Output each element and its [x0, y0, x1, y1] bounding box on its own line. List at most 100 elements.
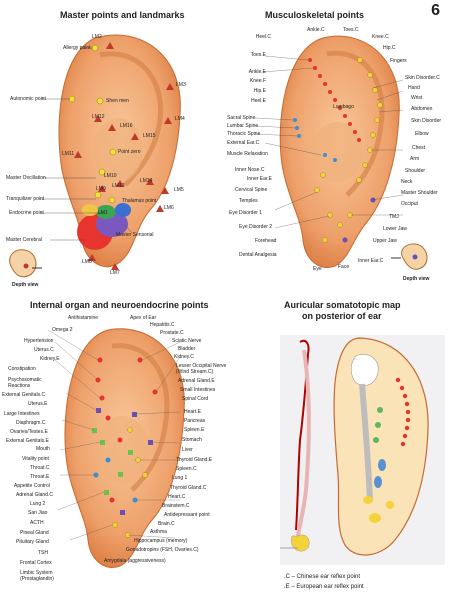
musculoskeletal-ear-illustration — [254, 35, 428, 270]
label-frontal-cortex: Frontal Cortex — [20, 560, 52, 566]
page-number: 6 — [431, 2, 440, 19]
label-upper-jaw: Upper Jaw — [373, 238, 397, 244]
label-throat-e: Throat.E — [30, 474, 50, 480]
label-hypertension: Hypertension — [24, 338, 54, 344]
label-prostate-c: Prostate.C — [160, 330, 184, 336]
label-lm16: LM16 — [120, 123, 133, 129]
label-eye-disorder-2: Eye Disorder 2 — [239, 224, 273, 230]
label-stomach: Stomach — [182, 437, 202, 443]
label-lm12: LM12 — [92, 114, 105, 120]
label-spinal-cord: Spinal Cord — [182, 396, 209, 402]
label-lm5: LM5 — [174, 187, 184, 193]
musculoskeletal-title: Musculoskeletal points — [265, 10, 365, 20]
label-adrenal-gland-e: Adrenal Gland.E — [178, 378, 215, 384]
label-sciatic-nerve: Sciatic Nerve — [172, 338, 202, 344]
label-tmj: TMJ — [389, 214, 399, 220]
label-toes-e: Toes.E — [250, 52, 266, 58]
label-thoracic-spine: Thoracic Spine — [227, 131, 261, 137]
label-shoulder: Shoulder — [405, 168, 426, 174]
label-chest: Chest — [412, 145, 426, 151]
label-ankle-e: Ankle.E — [248, 69, 266, 75]
label-lm9: LM9 — [96, 186, 106, 192]
label-allergy-point: Allergy point — [63, 45, 91, 51]
label-heart-e: Heart.E — [184, 409, 201, 415]
label-lm7: LM7 — [110, 270, 120, 276]
master-depth-view-label: Depth view — [12, 282, 39, 288]
label-eye-disorder-1: Eye Disorder 1 — [229, 210, 263, 216]
label-external-genitals-e: External Genitals.E — [6, 438, 49, 444]
label-inner-nose-c: Inner Nose.C — [235, 167, 265, 173]
label-abdomen: Abdomen — [411, 106, 433, 112]
label-vitality-point: Vitality point — [22, 456, 49, 462]
label-external-ear-c: External Ear.C — [227, 140, 260, 146]
label-hand: Hand — [408, 85, 420, 91]
label-spleen-c: Spleen.C — [176, 466, 197, 472]
label-occiput: Occiput — [401, 201, 418, 207]
label-acth: ACTH — [30, 520, 44, 526]
label-inner-ear-c: Inner Ear.C — [358, 258, 384, 264]
label-adrenal-gland-c: Adrenal Gland.C — [16, 492, 53, 498]
label-forehead: Forehead — [255, 238, 277, 244]
label-apex-of-ear: Apex of Ear — [130, 315, 157, 321]
label-throat-c: Throat.C — [30, 465, 50, 471]
posterior-map-panel: Auricular somatotopic map on posterior o… — [240, 300, 450, 600]
label-lm6: LM6 — [164, 205, 174, 211]
label-gonadotropins: Gonadotropins (FSH, Ovaries.C) — [126, 547, 199, 553]
label-lung-2: Lung 2 — [30, 501, 46, 507]
label-thyroid-gland-e: Thyroid Gland.E — [176, 457, 213, 463]
label-master-cerebral: Master Cerebral — [6, 237, 42, 243]
label-spleen-e: Spleen.E — [184, 427, 205, 433]
label-cervical-spine: Cervical Spine — [235, 187, 268, 193]
label-amygdala: Amygdala (aggressiveness) — [104, 558, 166, 564]
label-dental-analgesia: Dental Analgesia — [239, 252, 277, 258]
label-kidney-c: Kidney.C — [174, 354, 194, 360]
label-omega-2: Omega 2 — [52, 327, 73, 333]
label-brainstem-c: Brainstem.C — [162, 503, 190, 509]
internal-organ-title: Internal organ and neuroendocrine points — [30, 300, 209, 310]
label-thyroid-gland-c: Thyroid Gland.C — [170, 485, 207, 491]
label-skin-disorder: Skin Disorder — [411, 118, 442, 124]
legend-european: .E – European ear reflex point — [284, 584, 364, 590]
label-shen-men: Shen men — [106, 98, 129, 104]
label-large-intestines: Large Intestines — [4, 411, 40, 417]
posterior-title-line2: on posterior of ear — [302, 311, 382, 321]
internal-organ-ear-illustration — [47, 328, 185, 568]
label-external-genitals-c: External Genitals.C — [2, 392, 46, 398]
label-heart-c: Heart.C — [168, 494, 186, 500]
master-ear-illustration — [9, 34, 181, 278]
label-master-oscillation: Master Oscillation — [6, 175, 46, 181]
master-points-panel: Master points and landmarks — [0, 0, 225, 300]
label-arm: Arm — [410, 156, 420, 162]
label-knee-c: Knee.C — [372, 34, 389, 40]
label-point-zero: Point zero — [118, 149, 141, 155]
label-tsh: TSH — [38, 550, 48, 556]
label-lm3: LM3 — [176, 82, 186, 88]
label-toes-c: Toes.C — [343, 27, 359, 33]
label-skin-disorder-c: Skin Disorder.C — [405, 75, 440, 81]
label-pineal-gland: Pineal Gland — [20, 530, 49, 536]
label-hepatitis-c: Hepatitis.C — [150, 322, 175, 328]
posterior-ear-illustration — [280, 335, 445, 565]
label-eye: Eye — [313, 266, 322, 272]
label-ankle-c: Ankle.C — [307, 27, 325, 33]
label-knee-f: Knee.F — [249, 78, 266, 84]
label-pituitary-gland: Pituitary Gland — [16, 539, 49, 545]
label-uterus-c: Uterus.C — [34, 347, 54, 353]
label-constipation: Constipation — [8, 366, 36, 372]
label-lower-jaw: Lower Jaw — [383, 226, 407, 232]
label-heel-e: Heel.E — [250, 98, 266, 104]
label-lung-1: Lung 1 — [172, 475, 188, 481]
label-thalamus-point: Thalamus point — [122, 198, 157, 204]
label-master-shoulder: Master Shoulder — [401, 190, 438, 196]
label-lm1: LM1 — [98, 210, 108, 216]
internal-organ-panel: Internal organ and neuroendocrine points — [0, 300, 240, 600]
label-lesser-occipital-nerve: Lesser Occipital Nerve (Wind Stream.C) — [176, 363, 227, 375]
label-fingers: Fingers — [390, 58, 407, 64]
master-points-title: Master points and landmarks — [60, 10, 185, 20]
label-psychosomatic-reactions: Psychosomatic Reactions — [8, 377, 42, 389]
label-lm8: LM8 — [82, 259, 92, 265]
label-endocrine-point: Endocrine point — [9, 210, 44, 216]
label-lm15: LM15 — [143, 133, 156, 139]
label-lm10: LM10 — [104, 173, 117, 179]
label-pancreas: Pancreas — [184, 418, 206, 424]
